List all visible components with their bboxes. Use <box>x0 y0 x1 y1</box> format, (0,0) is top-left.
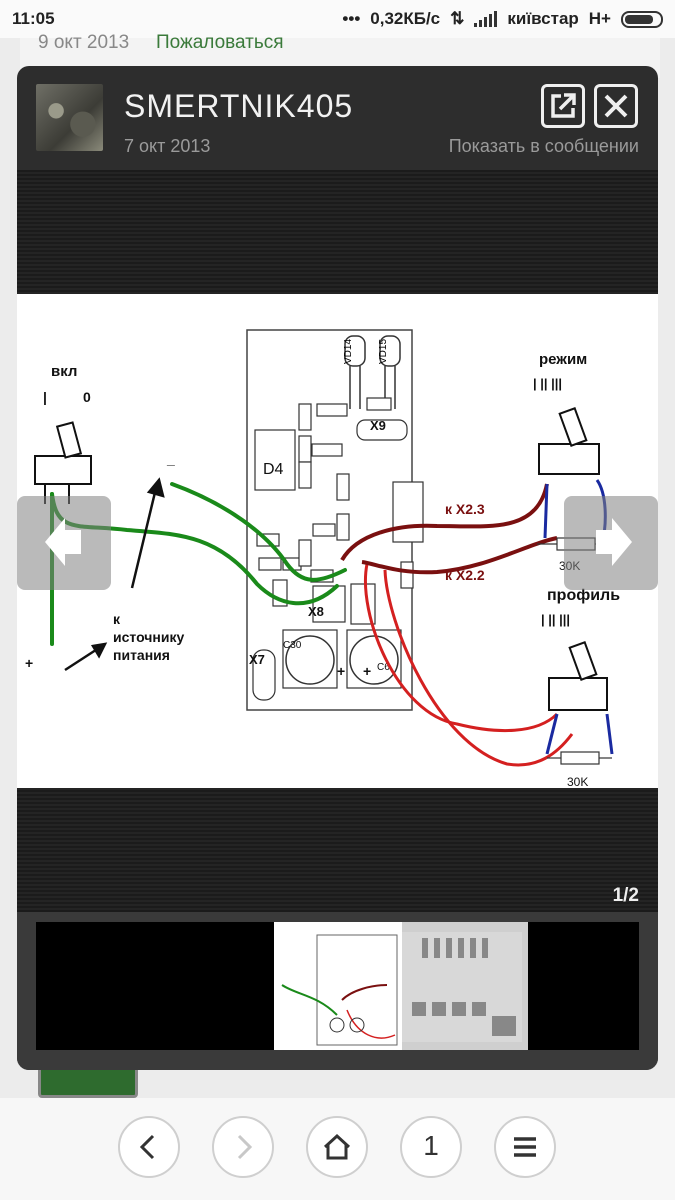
avatar[interactable] <box>36 84 103 151</box>
vd14-label: VD14 <box>343 339 354 364</box>
previous-image-button[interactable] <box>17 496 111 590</box>
network-type: H+ <box>588 9 611 28</box>
tabs-button[interactable]: 1 <box>400 1116 462 1178</box>
thumbnail-1-image <box>281 934 398 1046</box>
author-name[interactable]: SMERTNIK405 <box>124 88 354 124</box>
red-wires <box>364 563 574 767</box>
thumbnail-2[interactable] <box>402 922 528 1050</box>
background-button[interactable] <box>38 1066 138 1098</box>
data-transfer-icon: ⇅ <box>450 9 465 28</box>
svg-text:+: + <box>337 663 345 679</box>
label-profile-marks: | || ||| <box>541 612 570 627</box>
open-external-icon <box>551 93 576 118</box>
viewer-body: VD14 VD15 <box>17 170 658 912</box>
schematic-image[interactable]: VD14 VD15 <box>17 294 658 788</box>
thumbnail-1[interactable] <box>274 922 402 1050</box>
pcb-labels: D4 X9 X7 X8 C30 C6 + + <box>249 418 390 679</box>
x8-label: X8 <box>308 604 324 619</box>
open-external-button[interactable] <box>541 84 585 128</box>
home-button[interactable] <box>306 1116 368 1178</box>
show-in-message-link[interactable]: Показать в сообщении <box>448 136 639 156</box>
home-icon <box>323 1133 351 1160</box>
close-icon <box>604 94 628 118</box>
network-speed: 0,32КБ/с <box>370 9 441 28</box>
post-date: 7 окт 2013 <box>124 136 211 156</box>
label-off-mark: 0 <box>83 389 91 405</box>
label-minus: _ <box>166 451 175 467</box>
label-to-power-2: источнику <box>113 629 184 645</box>
resistor-30k-2 <box>547 751 612 765</box>
d4-label: D4 <box>263 461 284 478</box>
x7-label: X7 <box>249 652 265 667</box>
thumbnail-2-image <box>402 932 522 1042</box>
arrow-left-icon <box>45 518 81 566</box>
label-x22: к X2.2 <box>445 567 485 583</box>
signal-icon <box>474 11 498 27</box>
next-image-button[interactable] <box>564 496 658 590</box>
label-resistor-2: 30K <box>567 775 588 788</box>
label-x23: к X2.3 <box>445 501 485 517</box>
tab-count: 1 <box>423 1130 439 1161</box>
capacitor-c6 <box>349 635 399 685</box>
status-time: 11:05 <box>12 9 55 28</box>
browser-nav-bar: 1 <box>0 1098 675 1200</box>
label-mode-marks: | || ||| <box>533 376 562 391</box>
image-viewer: SMERTNIK405 7 окт 2013 Показать в сообще… <box>17 66 658 1070</box>
chevron-right-icon <box>237 1134 253 1160</box>
image-counter: 1/2 <box>612 885 639 906</box>
close-button[interactable] <box>594 84 638 128</box>
battery-icon <box>621 10 663 28</box>
background-post-date: 9 окт 2013 <box>38 32 130 53</box>
forward-button[interactable] <box>212 1116 274 1178</box>
capacitor-c30 <box>285 635 335 685</box>
label-mode: режим <box>539 351 587 368</box>
label-to-power: к <box>113 611 121 627</box>
x9-label: X9 <box>370 418 386 433</box>
status-dots: ••• <box>342 9 361 28</box>
label-plus: + <box>25 655 33 671</box>
label-profile: профиль <box>547 587 620 604</box>
wiring-diagram: VD14 VD15 <box>25 329 620 788</box>
svg-text:+: + <box>363 663 371 679</box>
viewer-header: SMERTNIK405 7 окт 2013 Показать в сообще… <box>17 66 658 170</box>
switch-mode <box>538 407 600 475</box>
darkred-wire-2 <box>361 536 558 575</box>
red-wire-1 <box>364 563 559 732</box>
carrier-name: київстар <box>507 9 579 28</box>
label-to-power-3: питания <box>113 647 170 663</box>
switch-on-off <box>34 421 92 504</box>
label-on-mark: | <box>43 389 47 405</box>
vd15-label: VD15 <box>378 339 389 364</box>
c6-label: C6 <box>377 662 390 673</box>
back-button[interactable] <box>118 1116 180 1178</box>
arrow-right-icon <box>596 518 632 566</box>
hamburger-menu-icon <box>514 1137 536 1157</box>
darkred-wires <box>340 483 558 575</box>
status-bar: 11:05 ••• 0,32КБ/с ⇅ київстар H+ <box>0 0 675 38</box>
switch-profile <box>548 641 608 711</box>
led-vd14 <box>344 335 366 409</box>
red-wire-2 <box>383 569 574 767</box>
chevron-left-icon <box>139 1134 155 1160</box>
diagram-labels: вкл | 0 _ к источнику питания + режим | … <box>25 351 620 788</box>
label-on: вкл <box>51 363 77 380</box>
report-link[interactable]: Пожаловаться <box>156 32 284 53</box>
annotation-arrows <box>64 477 165 672</box>
c30-label: C30 <box>283 640 302 651</box>
green-wire-2 <box>170 482 347 582</box>
thumbnail-bar <box>17 912 658 1070</box>
darkred-wire-1 <box>340 483 549 562</box>
thumbnail-strip <box>36 922 639 1050</box>
menu-button[interactable] <box>494 1116 556 1178</box>
